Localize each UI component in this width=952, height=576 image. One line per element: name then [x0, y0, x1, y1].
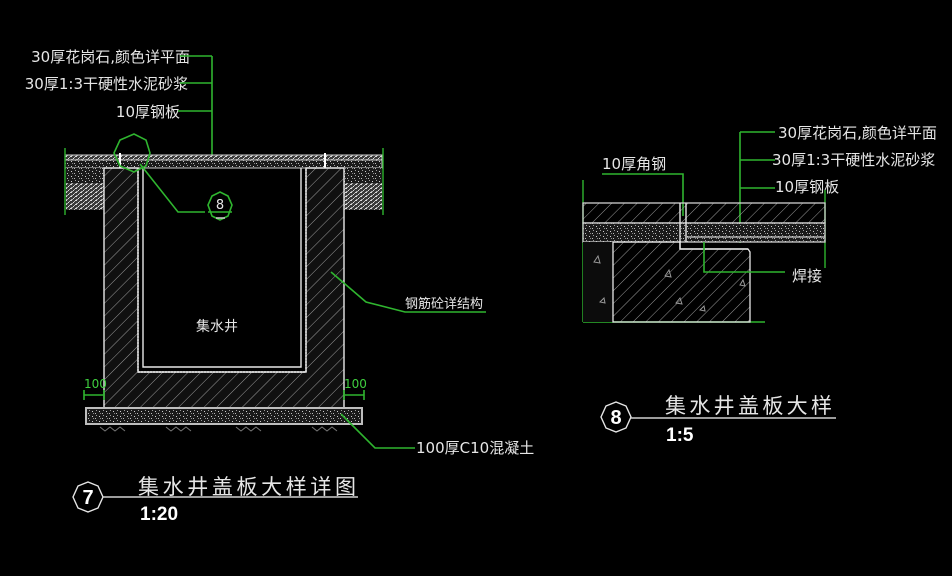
d7-layer-label-granite: 30厚花岗石,颜色详平面 [31, 48, 190, 66]
d7-granite-layer [64, 154, 383, 161]
d7-dim-left: 100 [84, 377, 107, 391]
d7-title-number: 7 [82, 487, 93, 509]
d8-layer-leader [739, 131, 775, 243]
d7-base-leader [340, 413, 415, 449]
d7-layer-label-mortar: 30厚1:3干硬性水泥砂浆 [25, 75, 188, 93]
d7-structure-label: 钢筋砼详结构 [405, 296, 483, 312]
d7-inner-lining-edge [142, 168, 302, 368]
d7-gravel-left [66, 183, 104, 210]
d7-earth-marks [99, 426, 338, 432]
d8-concrete-left [583, 242, 613, 322]
d8-weld-leader [703, 242, 785, 273]
d8-weld-label: 焊接 [792, 267, 822, 285]
d8-aggregate-marks [593, 254, 746, 312]
d8-mortar-layer [582, 222, 826, 243]
d7-base-slab [85, 407, 363, 425]
d8-concrete-wall [612, 241, 751, 323]
d7-gravel-right [344, 183, 382, 210]
d7-callout-leader [139, 163, 205, 213]
d7-dim-left-line [83, 390, 105, 400]
detail-8: 30厚花岗石,颜色详平面 30厚1:3干硬性水泥砂浆 10厚钢板 10厚角钢 焊… [582, 124, 937, 446]
d8-angle-leader [602, 173, 684, 216]
d7-pit-label: 集水井 [196, 318, 238, 335]
d8-layer-label-mortar: 30厚1:3干硬性水泥砂浆 [772, 151, 935, 169]
d7-inner-lining [137, 168, 307, 373]
d8-layer-label-granite: 30厚花岗石,颜色详平面 [778, 124, 937, 142]
d7-callout-circle [113, 133, 151, 173]
d8-angle-label: 10厚角钢 [602, 155, 666, 173]
d7-dim-right: 100 [344, 377, 367, 391]
d7-scale: 1:20 [140, 504, 178, 525]
detail-7: 30厚花岗石,颜色详平面 30厚1:3干硬性水泥砂浆 10厚钢板 [25, 48, 534, 525]
d7-layer-label-steel-plate: 10厚钢板 [116, 103, 180, 121]
d7-soil-right-top [344, 168, 382, 183]
d7-soil-left-top [66, 168, 104, 183]
d7-callout-marker [207, 191, 233, 221]
d7-title-number-circle [72, 481, 104, 513]
d8-granite-layer [582, 202, 826, 224]
d7-callout-number: 8 [216, 198, 224, 213]
d7-mortar-layer [64, 159, 383, 169]
d7-dim-right-line [343, 390, 365, 400]
d7-title: 集水井盖板大样详图 [138, 475, 356, 499]
d8-title: 集水井盖板大样 [665, 394, 832, 418]
d8-scale: 1:5 [666, 425, 694, 446]
d7-structure-leader [330, 271, 486, 313]
d8-layer-label-steel-plate: 10厚钢板 [775, 178, 839, 196]
d7-base-label: 100厚C10混凝土 [416, 439, 534, 457]
d8-title-number-circle [600, 401, 632, 433]
d7-layer-leader [178, 55, 213, 162]
d8-title-number: 8 [610, 407, 621, 429]
